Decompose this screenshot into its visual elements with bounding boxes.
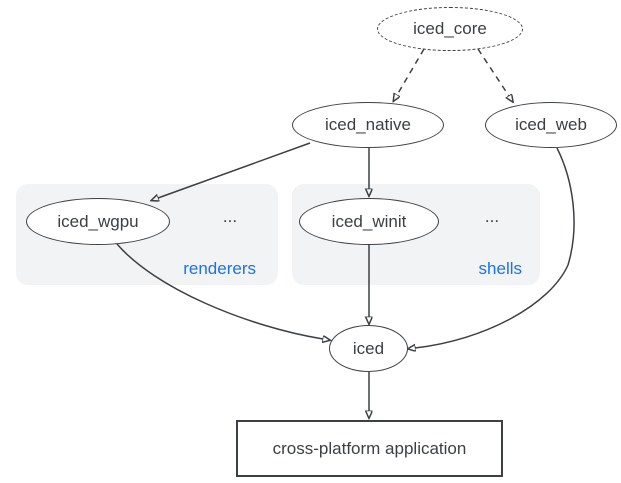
edge-core-to-native	[397, 48, 425, 95]
node-iced-core-label: iced_core	[413, 19, 487, 38]
renderers-ellipsis: ...	[222, 207, 238, 226]
edge-native-to-wgpu	[158, 142, 311, 198]
node-iced-winit: iced_winit	[299, 198, 439, 245]
node-iced-label: iced	[352, 338, 385, 358]
node-iced-native: iced_native	[292, 102, 444, 148]
node-iced-native-label: iced_native	[324, 115, 411, 134]
node-iced-web: iced_web	[485, 102, 617, 148]
node-cross-platform-application-label: cross-platform application	[272, 438, 467, 458]
edge-wgpu-to-iced	[116, 243, 323, 339]
renderers-group-label: renderers	[183, 259, 256, 278]
shells-group-label: shells	[478, 259, 522, 278]
node-iced-wgpu-label: iced_wgpu	[57, 211, 139, 231]
edge-web-to-iced	[415, 147, 575, 348]
node-iced-winit-label: iced_winit	[331, 211, 407, 231]
node-cross-platform-application: cross-platform application	[236, 420, 503, 477]
node-iced-wgpu: iced_wgpu	[26, 198, 170, 245]
edge-core-to-web	[477, 48, 509, 96]
shells-ellipsis: ...	[484, 207, 500, 226]
node-iced-web-label: iced_web	[515, 115, 587, 134]
node-iced-core: iced_core	[377, 7, 523, 51]
node-iced: iced	[329, 325, 408, 372]
